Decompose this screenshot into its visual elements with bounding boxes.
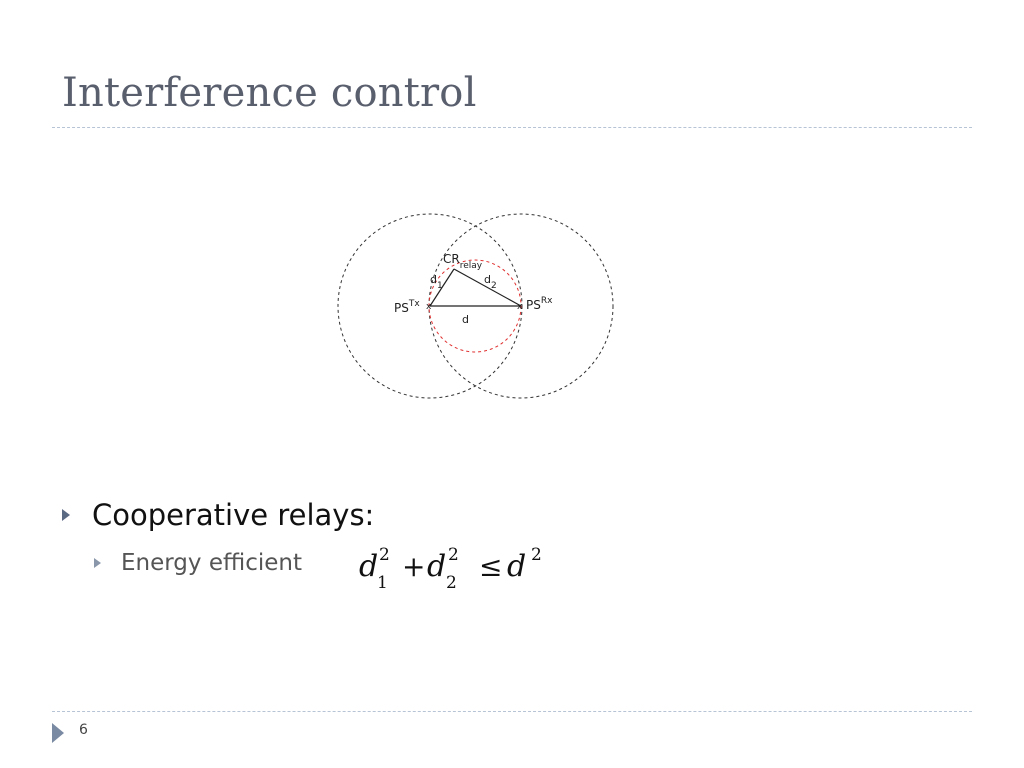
interference-diagram: x x PSTx PSRx CRrelay d1 d2 d	[337, 213, 614, 399]
cr-relay-label: CRrelay	[443, 252, 483, 271]
svg-text:1: 1	[377, 573, 388, 593]
d2-link	[453, 268, 522, 307]
svg-text:d: d	[427, 549, 446, 584]
svg-text:2: 2	[446, 573, 457, 593]
svg-text:2: 2	[531, 545, 542, 565]
subbullet-text: Energy efficient	[121, 550, 303, 576]
svg-text:2: 2	[379, 545, 390, 565]
d1-link	[429, 268, 455, 307]
d1-label: d1	[430, 273, 443, 291]
svg-text:≤: ≤	[479, 550, 502, 583]
title-divider	[52, 127, 972, 128]
tx-coverage-circle	[337, 213, 523, 399]
svg-text:d: d	[507, 549, 526, 584]
footer-divider	[52, 711, 972, 712]
rx-node-marker: x	[517, 302, 523, 312]
bullet-cooperative-relays: Cooperative relays:	[62, 498, 374, 532]
energy-formula: d 2 1 + d 2 2 ≤ d 2	[359, 545, 542, 593]
ps-tx-label: PSTx	[394, 299, 420, 315]
ps-rx-label: PSRx	[526, 296, 553, 312]
tx-node-marker: x	[426, 302, 432, 312]
svg-text:2: 2	[448, 545, 459, 565]
subbullet-energy-efficient: Energy efficient	[94, 550, 302, 576]
bullet-arrow-icon	[62, 509, 70, 521]
svg-text:d: d	[359, 549, 378, 584]
bullet-text: Cooperative relays:	[92, 498, 375, 532]
svg-text:+: +	[402, 550, 425, 583]
subbullet-arrow-icon	[94, 558, 101, 568]
page-number: 6	[79, 722, 88, 738]
footer-arrow-icon	[52, 723, 64, 743]
slide-title: Interference control	[62, 70, 477, 116]
d2-label: d2	[484, 273, 497, 291]
d-label: d	[462, 313, 469, 326]
